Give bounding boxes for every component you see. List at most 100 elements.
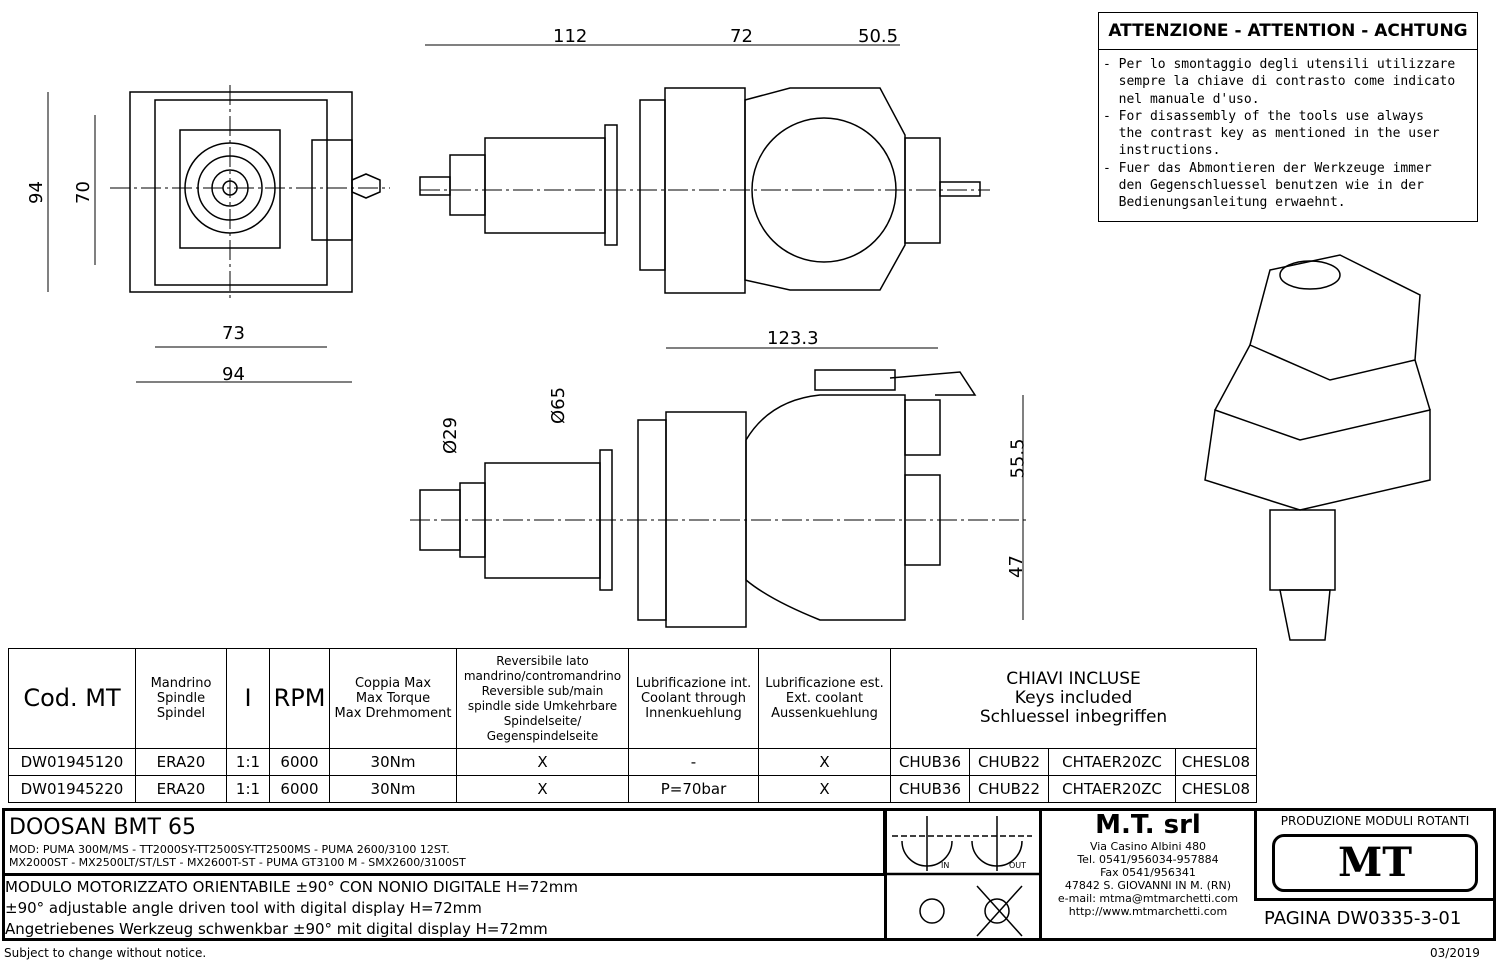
models-line: MX2000ST - MX2500LT/ST/LST - MX2600T-ST … [9,856,466,869]
warning-title: ATTENZIONE - ATTENTION - ACHTUNG [1099,13,1477,50]
header-line: Aussenkuehlung [771,706,878,721]
cell-ratio: 1:1 [226,775,270,803]
description-cell: MODULO MOTORIZZATO ORIENTABILE ±90° CON … [5,877,885,940]
page-number: PAGINA DW0335-3-01 [1264,908,1462,929]
left-view [47,85,390,383]
cell-key: CHUB22 [969,748,1049,776]
cell-key: CHUB36 [890,748,970,776]
isometric-view [1204,254,1431,641]
warning-line: - Fuer das Abmontieren der Werkzeuge imm… [1103,160,1432,176]
warning-line: instructions. [1103,143,1221,159]
dim-112: 112 [553,26,588,47]
side-view [410,347,1030,628]
cell-torque: 30Nm [329,775,457,803]
footer-date: 03/2019 [1430,946,1480,960]
dim-123-3: 123.3 [767,328,819,349]
front-view [419,44,990,294]
company-line: e-mail: mtma@mtmarchetti.com [1057,892,1239,905]
machine-cell: DOOSAN BMT 65 MOD: PUMA 300M/MS - TT2000… [2,808,886,876]
company-name: M.T. srl [1095,810,1201,840]
warning-line: the contrast key as mentioned in the use… [1103,126,1440,142]
header-line: Spindel [156,706,206,721]
header-line: Keys included [1014,688,1133,708]
cell-torque: 30Nm [329,748,457,776]
warning-text: - Per lo smontaggio degli utensili utili… [1099,50,1477,218]
header-line: Lubrificazione est. [765,676,884,691]
description-en: ±90° adjustable angle driven tool with d… [5,899,482,917]
description-de: Angetriebenes Werkzeug schwenkbar ±90° m… [5,920,548,938]
dim-72: 72 [730,26,753,47]
header-line: mandrino/contromandrino [463,668,622,683]
cell-coolant-int: - [628,748,759,776]
warning-box: ATTENZIONE - ATTENTION - ACHTUNG - Per l… [1098,12,1478,222]
rotation-out-label: OUT [1009,861,1027,870]
header-line: Reversible sub/main [481,683,604,698]
warning-line: nel manuale d'uso. [1103,91,1260,107]
cell-reversible: X [456,775,629,803]
logo-cell: PRODUZIONE MODULI ROTANTI MT [1254,808,1496,901]
cell-reversible: X [456,748,629,776]
header-line: Innenkuehlung [645,706,742,721]
footer-notice: Subject to change without notice. [4,946,207,960]
header-line: Mandrino [150,676,212,691]
cell-coolant-ext: X [758,775,891,803]
company-line: Fax 0541/956341 [1100,866,1196,879]
rotation-cell: IN OUT [884,808,1042,941]
dim-dia-29: Ø29 [440,416,462,455]
header-line: Coolant through [640,691,747,706]
header-line: Max Drehmoment [334,706,452,721]
cell-key: CHESL08 [1175,748,1257,776]
company-line: http://www.mtmarchetti.com [1068,905,1228,918]
header-line: Schluessel inbegriffen [979,707,1168,727]
dim-73: 73 [222,323,245,344]
dim-50-5: 50.5 [858,26,899,47]
warning-line: sempre la chiave di contrasto come indic… [1103,74,1456,90]
machine-name: DOOSAN BMT 65 [9,815,196,840]
dim-94-vertical: 94 [25,181,47,204]
company-line: Tel. 0541/956034-957884 [1077,853,1219,866]
dim-70: 70 [72,181,94,204]
header-rpm: RPM [269,648,330,749]
cell-spindle: ERA20 [135,775,227,803]
cell-rpm: 6000 [269,748,330,776]
models-line: MOD: PUMA 300M/MS - TT2000SY-TT2500SY-TT… [9,843,450,856]
company-line: Via Casino Albini 480 [1089,840,1207,853]
header-code: Cod. MT [8,648,136,749]
cell-rpm: 6000 [269,775,330,803]
company-line: 47842 S. GIOVANNI IN M. (RN) [1064,879,1232,892]
warning-line: - For disassembly of the tools use alway… [1103,108,1424,124]
cell-key: CHTAER20ZC [1048,775,1176,803]
rotation-in-label: IN [941,861,950,870]
dim-47: 47 [1005,555,1027,578]
header-line: Spindle [156,691,206,706]
mt-logo: MT [1272,834,1478,892]
warning-line: - Per lo smontaggio degli utensili utili… [1103,57,1456,72]
header-line: spindle side Umkehrbare [467,698,618,713]
header-line: CHIAVI INCLUSE [1006,669,1141,689]
cell-code: DW01945120 [8,748,136,776]
dim-55-5: 55.5 [1007,438,1029,479]
header-line: Spindelseite/ [503,713,582,728]
dim-dia-65: Ø65 [548,386,570,425]
cell-key: CHESL08 [1175,775,1257,803]
header-line: Max Torque [355,691,431,706]
dim-94-horizontal: 94 [222,364,245,385]
header-line: Gegenspindelseite [486,728,599,743]
warning-line: Bedienungsanleitung erwaehnt. [1103,195,1346,211]
cell-ratio: 1:1 [226,748,270,776]
cell-coolant-ext: X [758,748,891,776]
header-line: Coppia Max [354,676,432,691]
